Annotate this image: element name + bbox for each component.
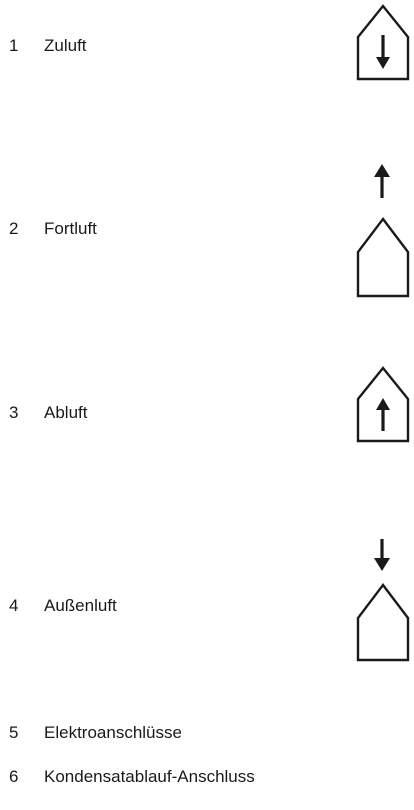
legend-item-label: Außenluft	[44, 596, 117, 615]
legend-item-label: Kondensatablauf-Anschluss	[44, 767, 255, 786]
legend-item-number: 4	[9, 596, 19, 615]
legend-item-number: 3	[9, 403, 19, 422]
house-arrow-up-outside-icon	[355, 160, 411, 300]
legend-item-number: 6	[9, 767, 19, 786]
legend-item-label: Fortluft	[44, 219, 97, 238]
legend-item-number: 1	[9, 36, 19, 55]
legend-item-label: Elektroanschlüsse	[44, 723, 182, 742]
house-arrow-up-inside-icon	[355, 364, 411, 444]
legend-item-number: 2	[9, 219, 19, 238]
house-arrow-down-inside-icon	[355, 2, 411, 82]
legend-item-label: Zuluft	[44, 36, 87, 55]
legend-item-number: 5	[9, 723, 19, 742]
house-arrow-down-outside-icon	[355, 535, 411, 675]
legend-item-label: Abluft	[44, 403, 88, 422]
